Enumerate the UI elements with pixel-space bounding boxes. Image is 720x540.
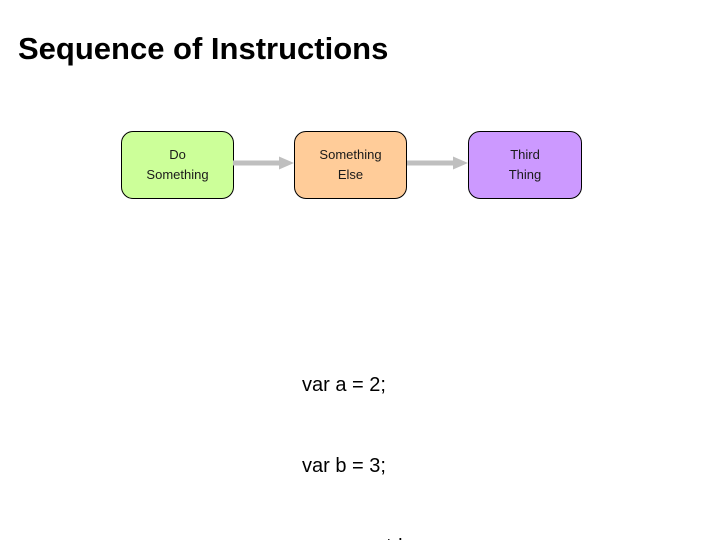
flow-node-label-line: Else <box>337 167 364 182</box>
arrow-shape <box>233 156 294 170</box>
arrow-shape <box>407 156 468 170</box>
flow-node-something-else: Something Else <box>294 131 407 199</box>
flow-node-do-something: Do Something <box>121 131 234 199</box>
flow-node-label-line: Thing <box>508 167 542 182</box>
flow-node-label-line: Third <box>510 147 540 162</box>
flow-arrow-icon <box>233 156 294 170</box>
slide-title: Sequence of Instructions <box>18 31 389 66</box>
code-line: var a = 2; <box>302 374 386 396</box>
code-line: var c = a * b; <box>302 534 415 540</box>
flow-arrow-icon <box>407 156 468 170</box>
flow-node-label-line: Something <box>319 147 382 162</box>
code-snippet: var a = 2; var b = 3; var c = a * b; <box>302 318 415 540</box>
flow-node-third-thing: Third Thing <box>468 131 582 199</box>
code-line: var b = 3; <box>302 455 386 477</box>
flow-node-label-line: Something <box>146 167 209 182</box>
flow-node-label-line: Do <box>169 147 186 162</box>
